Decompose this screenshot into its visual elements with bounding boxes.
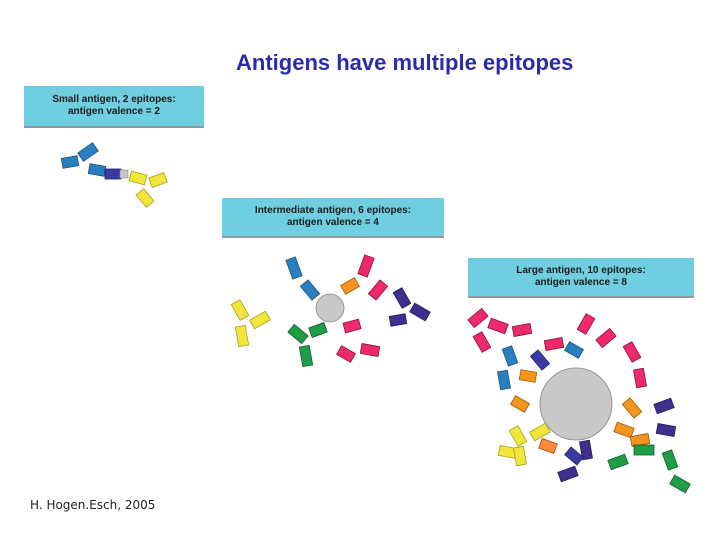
panel-small-line2: antigen valence = 2: [68, 106, 160, 117]
panel-large-header: Large antigen, 10 epitopes: antigen vale…: [468, 258, 694, 298]
small-antibodies: [60, 142, 168, 208]
panel-small-header: Small antigen, 2 epitopes: antigen valen…: [24, 86, 204, 128]
panel-large-line1: Large antigen, 10 epitopes:: [516, 265, 646, 276]
panel-intermediate-header: Intermediate antigen, 6 epitopes: antige…: [222, 198, 444, 238]
panel-intermediate-line2: antigen valence = 4: [287, 217, 379, 228]
small-antigen: [119, 169, 129, 179]
slide-title: Antigens have multiple epitopes: [236, 50, 574, 75]
panel-intermediate-line1: Intermediate antigen, 6 epitopes:: [254, 205, 412, 216]
author-credit: H. Hogen.Esch, 2005: [30, 498, 156, 512]
large-antibodies: [467, 307, 691, 494]
large-antigen: [539, 367, 613, 441]
intermediate-antibodies: [230, 254, 431, 368]
panel-large-line2: antigen valence = 8: [535, 277, 627, 288]
panel-small-line1: Small antigen, 2 epitopes:: [52, 94, 176, 105]
intermediate-antigen: [315, 293, 345, 323]
